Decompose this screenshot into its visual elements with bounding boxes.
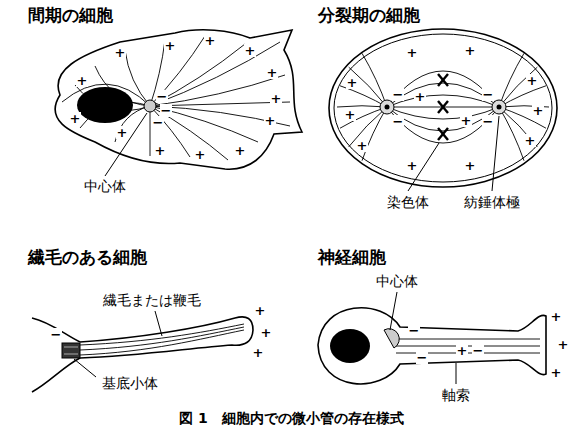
microtubule: [95, 66, 150, 106]
polarity-sign: +: [204, 34, 217, 47]
part-label: 軸索: [440, 387, 472, 403]
polarity-sign: +: [526, 74, 539, 87]
cell-membrane: [32, 358, 80, 392]
astral-microtubule: [362, 107, 387, 161]
panel-heading: 分裂期の細胞: [318, 6, 420, 26]
spindle-pole: [385, 105, 390, 110]
chromosome: [438, 74, 448, 140]
part-label: 紡錘体極: [462, 194, 522, 210]
polarity-sign: +: [557, 338, 570, 351]
part-label: 繊毛または鞭毛: [101, 292, 203, 308]
astral-microtubule: [362, 53, 387, 107]
microtubule: [115, 106, 150, 142]
microtubule: [150, 75, 285, 106]
polarity-sign: +: [164, 39, 177, 52]
axoneme-microtubule: [80, 330, 244, 355]
microtubule: [150, 44, 245, 106]
polarity-sign: +: [154, 144, 167, 157]
cell-membrane: [329, 29, 557, 187]
polarity-sign: +: [456, 344, 469, 357]
polarity-sign: +: [69, 112, 82, 125]
panel-heading: 間期の細胞: [28, 6, 113, 26]
polarity-sign: +: [464, 44, 477, 57]
centrosome: [384, 329, 399, 348]
axon-microtubule: [396, 339, 540, 340]
polarity-sign: +: [270, 92, 283, 105]
polarity-sign: −: [408, 324, 421, 337]
spindle-pole: [497, 105, 502, 110]
polarity-sign: +: [346, 76, 359, 89]
astral-microtubule: [499, 53, 524, 107]
microtubule: [150, 42, 280, 106]
polarity-sign: +: [356, 139, 369, 152]
polarity-sign: +: [234, 144, 247, 157]
part-label: 中心体: [82, 178, 128, 194]
microtubule: [125, 50, 150, 106]
polarity-sign: +: [114, 46, 127, 59]
polarity-sign: +: [344, 108, 357, 121]
polarity-sign: +: [550, 310, 563, 323]
part-label: 中心体: [374, 273, 420, 289]
cell-membrane: [55, 30, 302, 169]
polarity-sign: −: [416, 351, 429, 364]
panel-heading: 神経細胞: [318, 248, 386, 268]
panel-heading: 繊毛のある細胞: [28, 248, 147, 268]
polarity-sign: +: [194, 148, 207, 161]
microtubule: [75, 85, 150, 111]
polarity-sign: +: [524, 134, 537, 147]
polarity-sign: +: [406, 46, 419, 59]
spindle-pole: [492, 100, 506, 114]
polarity-sign: +: [464, 159, 477, 172]
polarity-sign: −: [472, 344, 485, 357]
figure-caption: 図 1 細胞内での微小管の存在様式: [179, 410, 404, 426]
polarity-sign: −: [482, 115, 495, 128]
spindle-microtubule: [387, 83, 499, 107]
cell-membrane: [32, 318, 80, 342]
basal-body: [64, 354, 78, 355]
astral-microtubule: [340, 107, 387, 128]
polarity-sign: +: [414, 90, 427, 103]
spindle-pole: [380, 100, 394, 114]
spindle-microtubule: [387, 107, 499, 131]
polarity-sign: −: [392, 115, 405, 128]
neuron-membrane: [318, 308, 546, 384]
polarity-sign: −: [152, 116, 165, 129]
part-label: 基底小体: [100, 375, 160, 391]
polarity-sign: +: [76, 74, 89, 87]
cell-membrane: [334, 34, 552, 182]
nucleus: [330, 329, 370, 363]
microtubule: [62, 84, 150, 106]
polarity-sign: +: [460, 114, 473, 127]
polarity-sign: −: [50, 328, 63, 341]
polarity-sign: +: [252, 346, 265, 359]
polarity-sign: +: [264, 114, 277, 127]
polarity-sign: −: [156, 90, 169, 103]
spindle-microtubule: [387, 107, 499, 143]
polarity-sign: +: [244, 44, 257, 57]
part-label: 染色体: [385, 194, 431, 210]
basal-body: [62, 343, 80, 358]
polarity-sign: −: [392, 88, 405, 101]
polarity-sign: +: [260, 326, 273, 339]
spindle-microtubule: [387, 71, 499, 107]
astral-microtubule: [340, 86, 387, 107]
polarity-sign: −: [482, 88, 495, 101]
polarity-sign: +: [116, 126, 129, 139]
polarity-sign: +: [406, 159, 419, 172]
centrosome: [144, 100, 156, 112]
basal-body: [64, 347, 78, 348]
nucleus: [77, 87, 133, 123]
microtubule: [150, 106, 151, 156]
polarity-sign: +: [254, 304, 267, 317]
polarity-sign: +: [532, 104, 545, 117]
polarity-sign: +: [550, 366, 563, 379]
cilium: [80, 317, 253, 358]
polarity-sign: +: [266, 66, 279, 79]
